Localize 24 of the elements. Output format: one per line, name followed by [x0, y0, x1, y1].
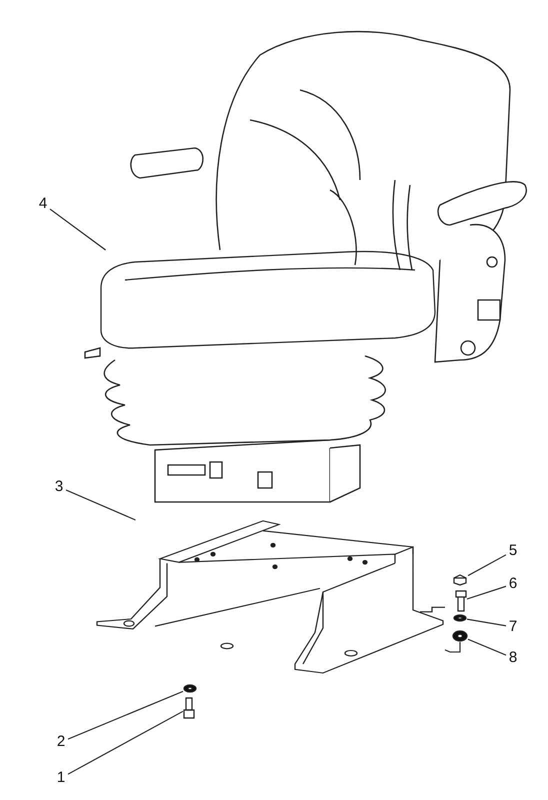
callout-number: 5 [506, 542, 520, 560]
leader-line [444, 642, 461, 653]
washer-drawing [183, 684, 197, 693]
callout-number: 2 [54, 733, 68, 751]
leader-line [50, 208, 106, 250]
leader-line [466, 586, 506, 600]
callout-number: 8 [506, 649, 520, 667]
callout-number: 7 [506, 618, 520, 636]
leader-line [468, 638, 506, 656]
bolt-drawing [183, 697, 195, 719]
leader-line [68, 690, 184, 740]
nut-drawing [452, 574, 468, 586]
washer-drawing [453, 614, 467, 622]
callout-number: 6 [506, 575, 520, 593]
washer-drawing [452, 630, 468, 642]
seat-frame-drawing [95, 520, 445, 675]
callout-number: 1 [54, 769, 68, 787]
bolt-drawing [455, 590, 467, 612]
leader-line [468, 554, 506, 576]
leader-line [466, 618, 506, 626]
callout-number: 4 [36, 195, 50, 213]
leader-line [66, 490, 136, 520]
leader-line [68, 710, 184, 775]
callout-number: 3 [52, 478, 66, 496]
